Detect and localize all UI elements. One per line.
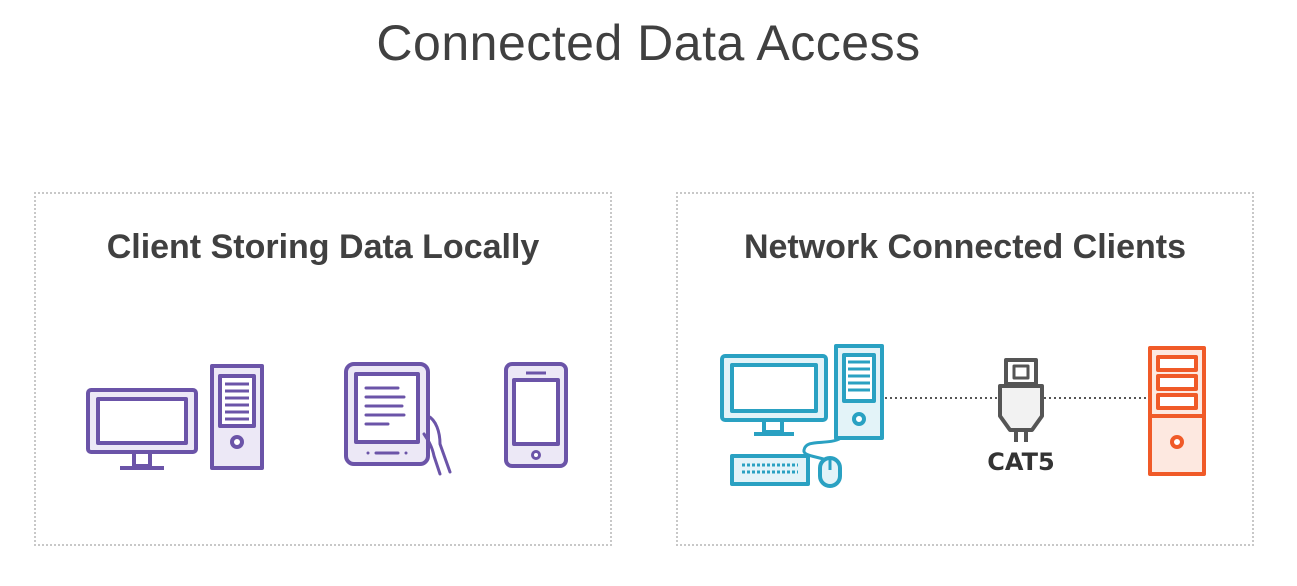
cable-label: CAT5	[987, 448, 1054, 476]
desktop-computer-icon	[86, 388, 198, 470]
network-clients-illustration: CAT5	[720, 344, 1206, 488]
ebook-reader-tablet-icon	[344, 362, 452, 476]
desktop-computer-icon	[720, 354, 828, 436]
mouse-icon	[818, 456, 842, 488]
ethernet-plug-icon	[998, 358, 1044, 442]
panel-client-local-storage: Client Storing Data Locally	[34, 192, 612, 546]
smartphone-icon	[504, 362, 568, 468]
tower-pc-icon	[210, 364, 264, 470]
local-clients-illustration	[86, 362, 568, 476]
page-title: Connected Data Access	[376, 15, 921, 71]
keyboard-icon	[730, 454, 810, 486]
panel-network-clients: Network Connected Clients	[676, 192, 1254, 546]
panel-title-local: Client Storing Data Locally	[106, 228, 540, 266]
tower-pc-icon	[834, 344, 884, 440]
panel-title-network: Network Connected Clients	[743, 228, 1187, 266]
server-tower-icon	[1148, 346, 1206, 476]
